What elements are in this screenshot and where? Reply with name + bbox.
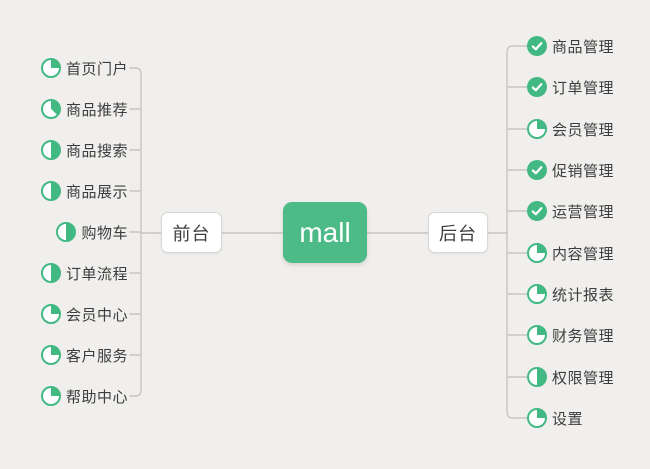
topic-item-label: 促销管理 (552, 162, 615, 180)
topic-item-label: 运营管理 (552, 203, 615, 221)
topic-item[interactable]: 统计报表 (527, 283, 614, 305)
pie-progress-icon (40, 58, 61, 78)
topic-item[interactable]: 订单管理 (527, 76, 614, 98)
pie-progress-icon (40, 181, 61, 201)
topic-item[interactable]: 商品搜索 (40, 139, 128, 161)
topic-item-label: 会员中心 (65, 306, 128, 324)
pie-progress-icon (40, 386, 61, 406)
topic-item[interactable]: 商品展示 (40, 180, 128, 202)
topic-item[interactable]: 设置 (527, 407, 583, 429)
pie-progress-icon (40, 304, 61, 324)
topic-item-label: 会员管理 (552, 121, 615, 139)
topic-item-label: 内容管理 (552, 245, 615, 263)
topic-item-label: 首页门户 (65, 60, 128, 78)
pie-progress-icon (527, 325, 547, 345)
topic-item-label: 统计报表 (552, 286, 615, 304)
topic-item[interactable]: 客户服务 (40, 344, 128, 366)
branch-node-backend[interactable]: 后台 (428, 212, 488, 253)
topic-item[interactable]: 购物车 (56, 221, 128, 243)
topic-item-label: 订单流程 (65, 265, 128, 283)
pie-progress-icon (56, 222, 77, 242)
check-circle-icon (527, 36, 547, 56)
pie-progress-icon (527, 284, 547, 304)
pie-progress-icon (527, 243, 547, 263)
topic-item-label: 订单管理 (552, 79, 615, 97)
pie-progress-icon (40, 99, 61, 119)
check-circle-icon (527, 201, 547, 221)
topic-item-label: 商品搜索 (65, 142, 128, 160)
topic-item[interactable]: 会员中心 (40, 303, 128, 325)
topic-item[interactable]: 内容管理 (527, 242, 614, 264)
topic-item-label: 权限管理 (552, 369, 615, 387)
topic-item-label: 客户服务 (65, 347, 128, 365)
pie-progress-icon (40, 345, 61, 365)
root-node-mall[interactable]: mall (283, 202, 367, 263)
pie-progress-icon (40, 263, 61, 283)
topic-item-label: 购物车 (81, 224, 128, 242)
topic-item-label: 商品展示 (65, 183, 128, 201)
check-circle-icon (527, 77, 547, 97)
topic-item[interactable]: 会员管理 (527, 118, 614, 140)
topic-item[interactable]: 促销管理 (527, 159, 614, 181)
topic-item[interactable]: 商品推荐 (40, 98, 128, 120)
topic-item-label: 商品推荐 (65, 101, 128, 119)
topic-item-label: 财务管理 (552, 327, 615, 345)
topic-item[interactable]: 帮助中心 (40, 385, 128, 407)
topic-item[interactable]: 运营管理 (527, 200, 614, 222)
pie-progress-icon (527, 367, 547, 387)
pie-progress-icon (527, 408, 547, 428)
topic-item-label: 设置 (552, 410, 584, 428)
topic-item[interactable]: 首页门户 (40, 57, 128, 79)
topic-item[interactable]: 财务管理 (527, 324, 614, 346)
topic-item-label: 帮助中心 (65, 388, 128, 406)
topic-item[interactable]: 权限管理 (527, 366, 614, 388)
pie-progress-icon (527, 119, 547, 139)
check-circle-icon (527, 160, 547, 180)
pie-progress-icon (40, 140, 61, 160)
topic-item-label: 商品管理 (552, 38, 615, 56)
branch-node-frontend[interactable]: 前台 (161, 212, 222, 253)
topic-item[interactable]: 商品管理 (527, 35, 614, 57)
topic-item[interactable]: 订单流程 (40, 262, 128, 284)
